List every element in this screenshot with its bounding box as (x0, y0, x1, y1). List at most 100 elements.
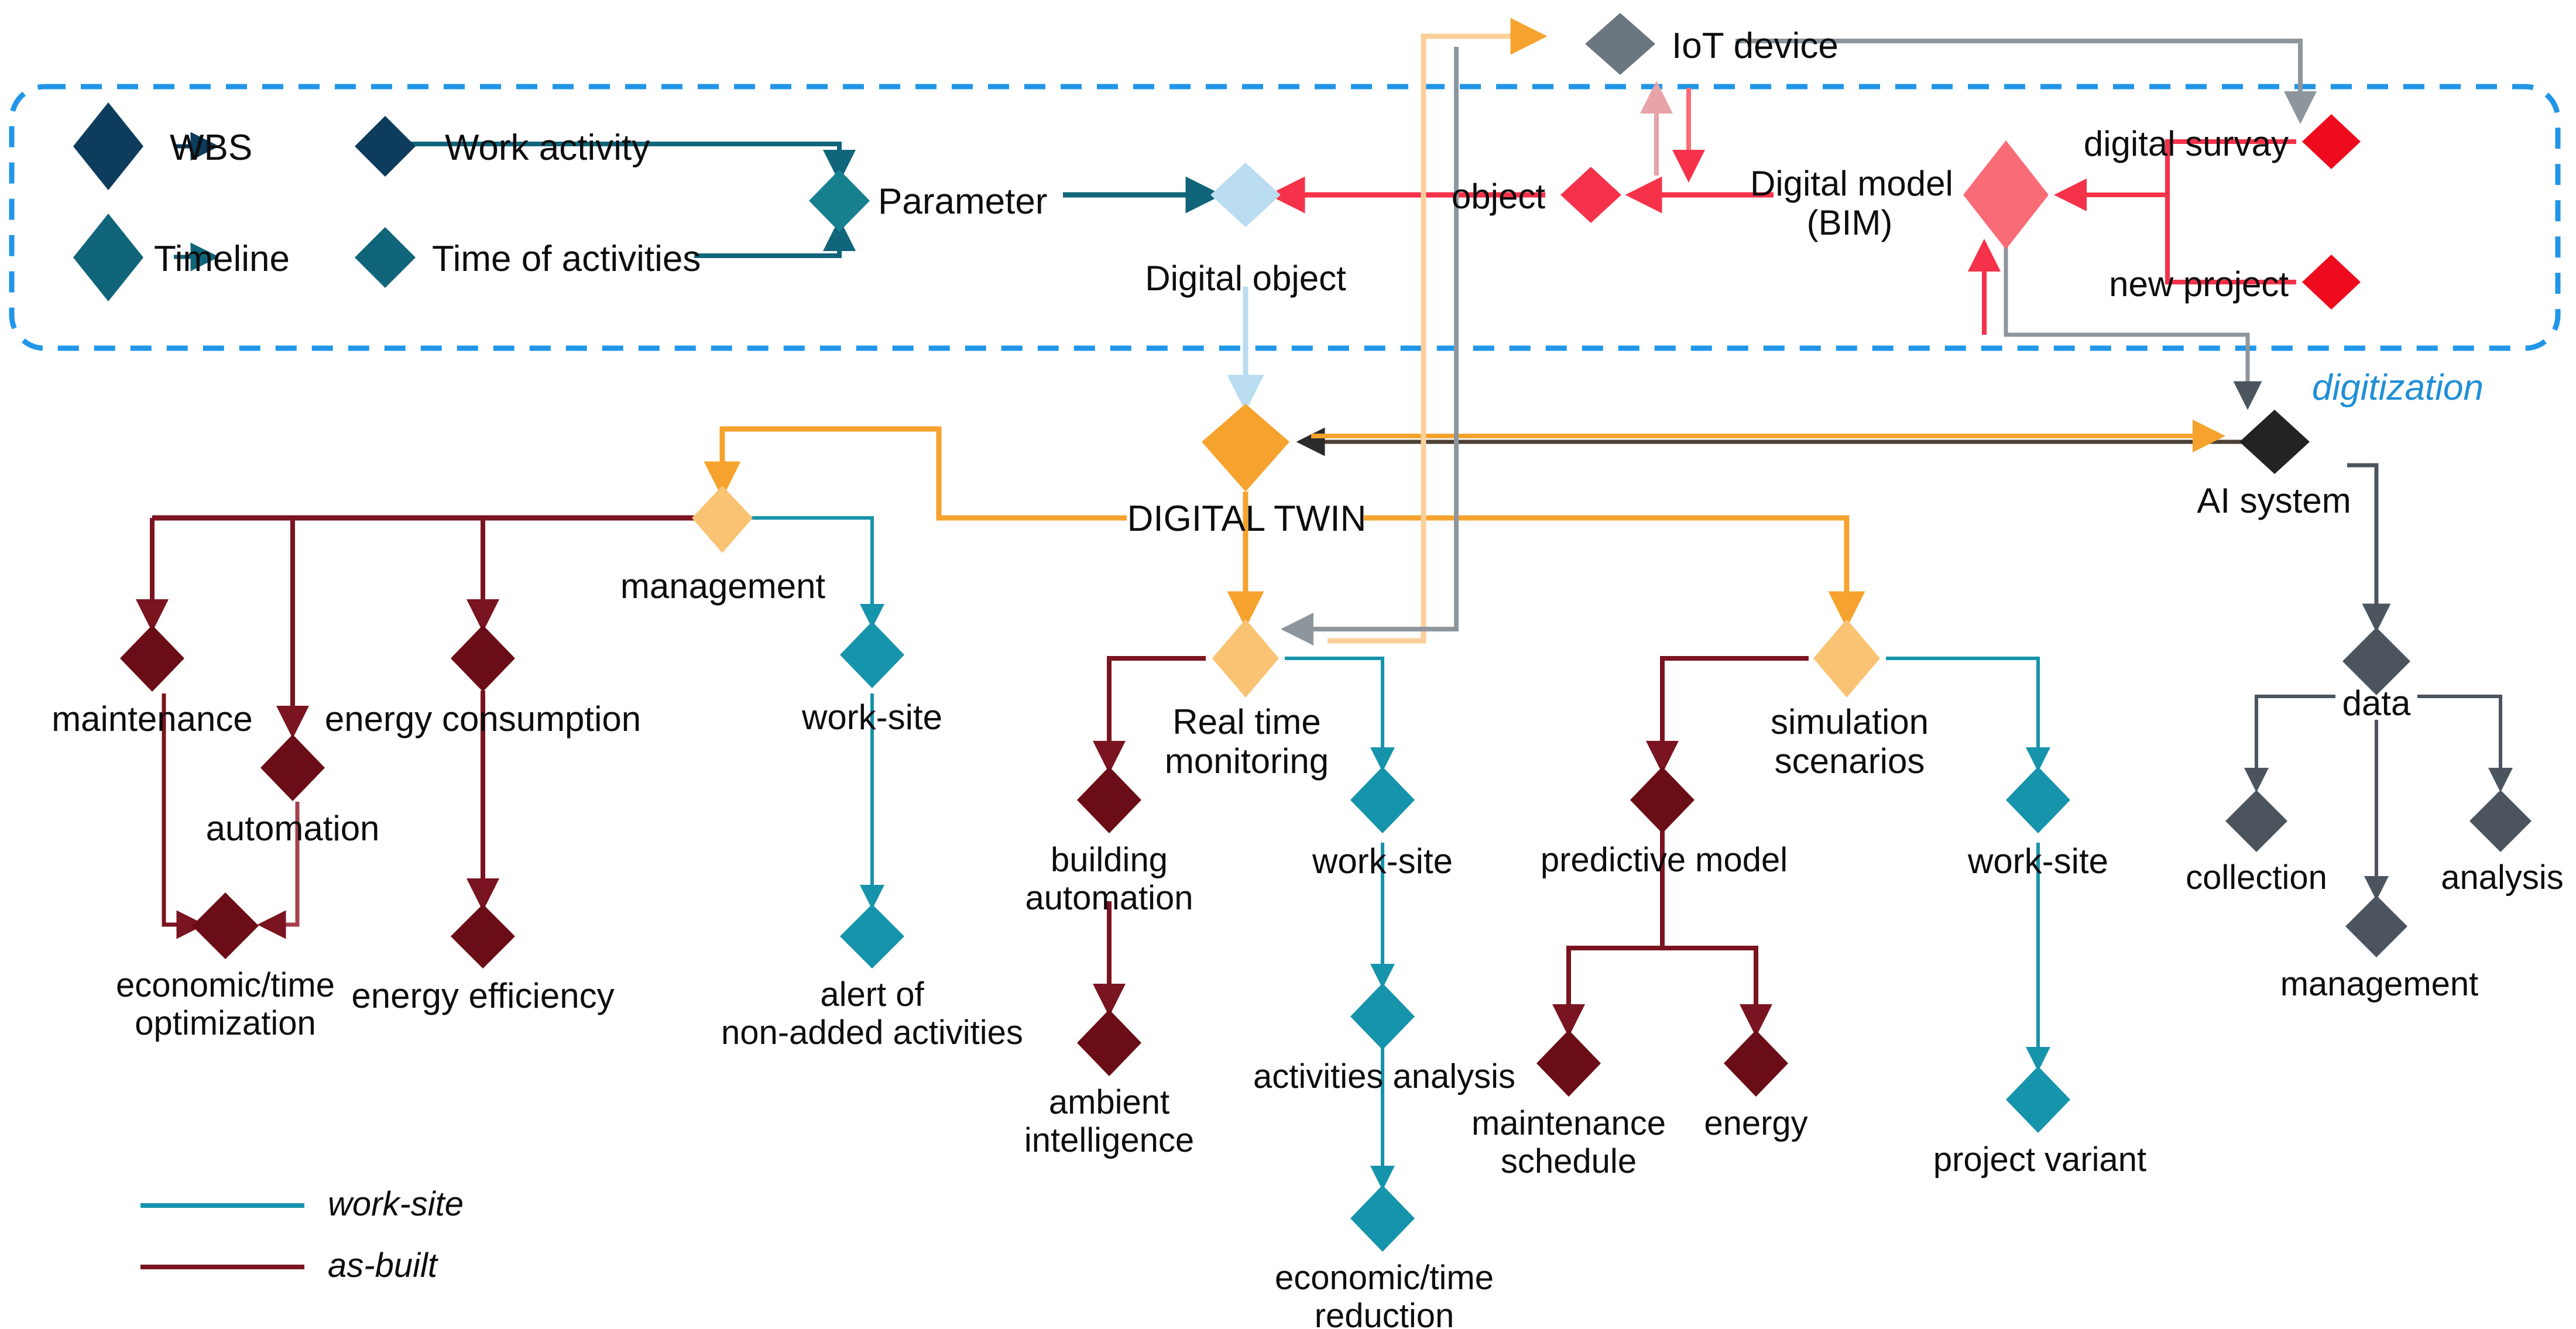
edge-iotdevice-to-realtime (1281, 47, 1459, 645)
edge-realtime-to-buildingautomation (1093, 656, 1206, 774)
node-label-real-time-monitoring: Real time monitoring (1164, 702, 1329, 781)
node-label-project-variant: project variant (1933, 1141, 2147, 1179)
node-label-wbs: WBS (170, 128, 253, 168)
node-label-maintenance-schedule: maintenance schedule (1471, 1104, 1666, 1180)
digitization-region-label: digitization (2312, 368, 2484, 408)
node-simulationscenarios-diamond[interactable] (1813, 619, 1880, 698)
node-activitiesanalysis-diamond[interactable] (1350, 983, 1415, 1050)
node-worksite-sim-diamond[interactable] (2006, 767, 2070, 833)
node-energy-diamond[interactable] (1724, 1030, 1788, 1097)
node-worksite-rtm-diamond[interactable] (1350, 767, 1415, 833)
node-collection-diamond[interactable] (2225, 790, 2287, 852)
node-object-diamond[interactable] (1560, 167, 1621, 223)
edge-digitaltwin-to-simulationscenarios (1364, 515, 1865, 629)
node-digitalsurvay-diamond[interactable] (2302, 114, 2361, 169)
node-managementai-diamond[interactable] (2345, 895, 2407, 957)
node-iotdevice-diamond[interactable] (1585, 13, 1655, 75)
node-label-analysis: analysis (2441, 858, 2564, 897)
edge-workactivity-to-parameter (383, 142, 856, 183)
node-parameter-diamond[interactable] (809, 170, 870, 232)
node-energyconsumption-diamond[interactable] (451, 625, 515, 692)
edge-digitalsurvay-to-digitalmodel (2054, 139, 2296, 211)
node-label-building-automation: building automation (1025, 841, 1193, 917)
node-alertnonadded-diamond[interactable] (840, 904, 904, 969)
edge-maintenance-to-economicopt (162, 693, 205, 939)
node-management-diamond[interactable] (692, 486, 753, 553)
node-label-new-project: new project (2109, 265, 2289, 304)
edge-management-to-worksite-mgmt (743, 516, 884, 629)
node-label-iot-device: IoT device (1672, 26, 1838, 66)
digitization-region-outline (9, 84, 2561, 351)
node-digitalobject-diamond[interactable] (1210, 163, 1281, 227)
node-label-digital-twin: DIGITAL TWIN (1127, 499, 1367, 539)
node-newproject-diamond[interactable] (2302, 255, 2361, 310)
edge-simulation-to-predictivemodel (1646, 656, 1809, 774)
node-label-energy-efficiency: energy efficiency (351, 976, 615, 1015)
edge-data-to-analysis (2417, 695, 2513, 792)
node-label-economic-time-reduction: economic/time reduction (1275, 1259, 1494, 1329)
node-economictimereduction-diamond[interactable] (1350, 1185, 1415, 1252)
node-label-digital-model: Digital model (BIM) (1750, 164, 1953, 243)
node-label-parameter: Parameter (878, 181, 1048, 222)
node-automation-diamond[interactable] (260, 734, 325, 801)
edge-predictivemodel-to-maintenanceschedule (1552, 831, 1665, 1037)
node-label-worksite-sim: work-site (1967, 842, 2109, 881)
edge-realtime-to-iotdevice (1328, 18, 1548, 644)
node-label-predictive-model: predictive model (1540, 841, 1788, 879)
node-label-data: data (2342, 684, 2411, 723)
node-buildingautomation-diamond[interactable] (1077, 767, 1141, 833)
edge-simulation-to-worksite-sim (1886, 657, 2050, 772)
node-projectvariant-diamond[interactable] (2006, 1066, 2070, 1133)
node-label-alert-non-added: alert of non-added activities (721, 976, 1023, 1052)
edge-realtime-to-worksite-rtm (1285, 657, 1395, 772)
node-label-maintenance: maintenance (52, 699, 253, 739)
node-maintenanceschedule-diamond[interactable] (1536, 1030, 1601, 1097)
node-label-automation: automation (205, 809, 380, 848)
node-digitalmodel-diamond[interactable] (1963, 140, 2049, 249)
legend-label-worksite: work-site (328, 1185, 464, 1223)
node-timeofactivities-diamond[interactable] (355, 227, 416, 288)
node-label-management: management (620, 566, 826, 606)
edge-timeofactivities-to-parameter (694, 218, 856, 258)
node-label-energy: energy (1704, 1104, 1808, 1142)
node-wbs-diamond[interactable] (73, 102, 143, 190)
node-label-ai-system: AI system (2197, 481, 2351, 520)
node-label-ambient-intelligence: ambient intelligence (1024, 1083, 1195, 1159)
node-analysis-diamond[interactable] (2469, 790, 2532, 852)
edge-automation-to-economicopt (257, 802, 300, 939)
node-label-worksite-rtm: work-site (1312, 842, 1453, 881)
node-ambientintelligence-diamond[interactable] (1077, 1009, 1141, 1076)
edge-newproject-to-digitalmodel (2165, 195, 2296, 284)
edge-aisystem-to-data (2347, 463, 2391, 633)
node-digitaltwin-diamond[interactable] (1202, 404, 1289, 492)
node-data-diamond[interactable] (2342, 627, 2410, 695)
node-label-management-ai: management (2280, 965, 2479, 1003)
node-worksite-mgmt-diamond[interactable] (840, 621, 904, 688)
node-economicoptimization-diamond[interactable] (192, 892, 259, 959)
node-label-energy-consumption: energy consumption (324, 699, 642, 739)
node-label-collection: collection (2186, 858, 2327, 897)
node-label-time-of-activities: Time of activities (432, 239, 701, 279)
node-realtimemonitoring-diamond[interactable] (1212, 619, 1279, 698)
node-label-simulation-scenarios: simulation scenarios (1770, 702, 1929, 781)
edge-data-to-collection (2244, 695, 2335, 792)
node-label-economic-time-optimization: economic/time optimization (116, 966, 335, 1042)
node-label-digital-object: Digital object (1145, 259, 1346, 298)
edge-predictivemodel-to-energy (1662, 946, 1772, 1037)
node-label-timeline: Timeline (154, 239, 290, 279)
edge-iotdevice-to-aisystem (1735, 39, 2317, 124)
node-predictivemodel-diamond[interactable] (1630, 767, 1695, 833)
node-maintenance-diamond[interactable] (120, 625, 184, 692)
node-label-digital-survay: digital survay (2083, 124, 2289, 163)
node-label-worksite-mgmt: work-site (801, 698, 943, 737)
node-energyefficiency-diamond[interactable] (451, 904, 515, 969)
node-aisystem-diamond[interactable] (2239, 410, 2310, 474)
edge-digitaltwin-to-management (704, 426, 1127, 521)
node-timeline-diamond[interactable] (73, 214, 143, 301)
node-label-activities-analysis: activities analysis (1253, 1057, 1516, 1096)
node-workactivity-diamond[interactable] (355, 116, 416, 177)
node-label-work-activity: Work activity (445, 128, 650, 168)
